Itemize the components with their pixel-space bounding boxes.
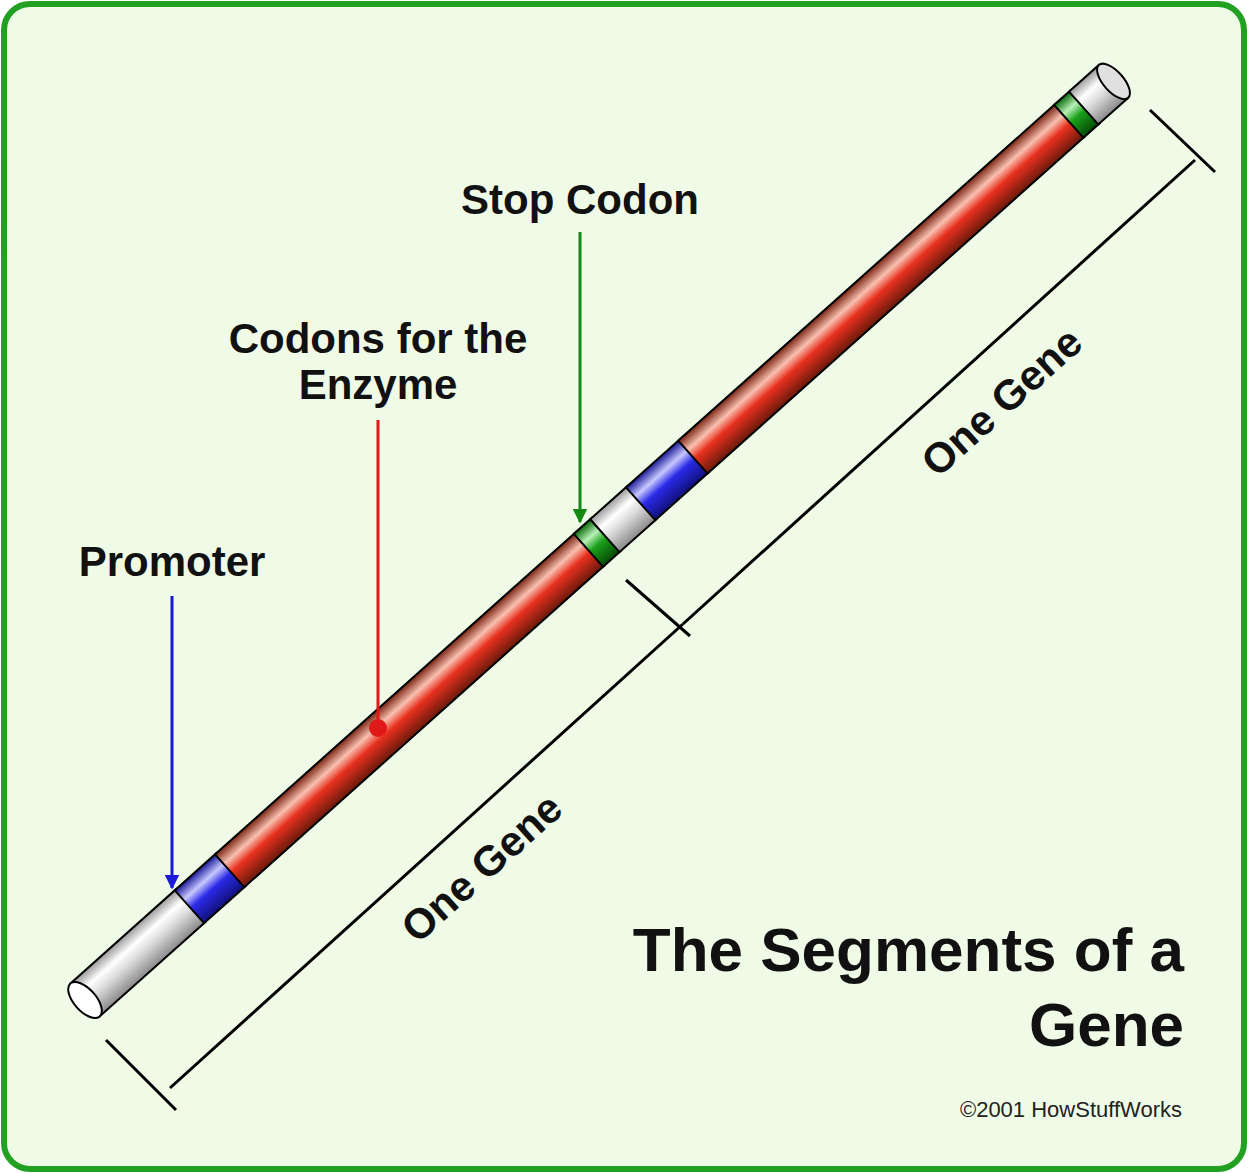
leader-line (377, 420, 380, 726)
part-label: Stop Codon (400, 177, 760, 223)
leader-line (579, 232, 582, 522)
part-label: Codons for the Enzyme (218, 316, 538, 408)
leader-dot (369, 719, 387, 737)
title: The Segments of a Gene (624, 913, 1184, 1062)
dimension-bracket (106, 110, 1215, 1110)
copyright-note: ©2001 HowStuffWorks (782, 1098, 1182, 1122)
frame (4, 4, 1244, 1169)
part-label: Promoter (22, 539, 322, 585)
leader-line (171, 596, 174, 888)
